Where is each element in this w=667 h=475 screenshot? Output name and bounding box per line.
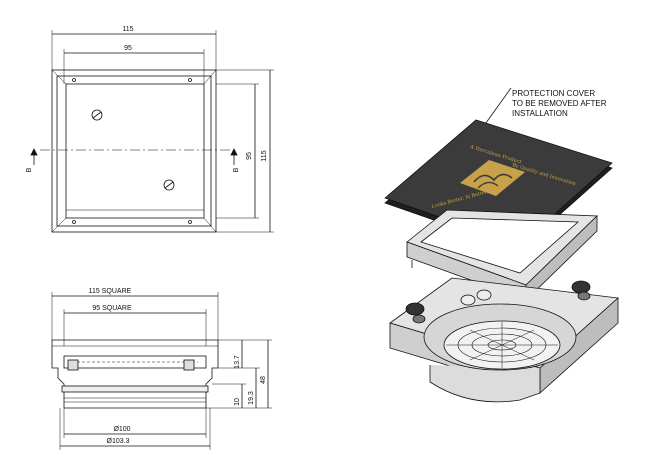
screw-icon <box>91 109 103 121</box>
outer-frame <box>51 69 217 233</box>
grate-icon <box>443 320 561 370</box>
inner-frame <box>56 75 212 227</box>
dim-95-side: 95 <box>246 152 253 160</box>
dim-10: 10 <box>234 398 241 406</box>
section-marker-right: B <box>233 167 240 172</box>
dim-13-7: 13.7 <box>234 355 241 369</box>
clip-icon <box>405 302 426 324</box>
logo-icon <box>460 160 525 196</box>
dim-115-top: 115 <box>122 26 133 33</box>
grate-plate <box>65 83 205 219</box>
section-marker-left: B <box>26 167 33 172</box>
dim-dia-100: Ø100 <box>113 426 130 433</box>
top-view <box>30 30 274 233</box>
dim-dia-103-3: Ø103.3 <box>107 438 130 445</box>
note-line-3: INSTALLATION <box>512 109 568 118</box>
clip-icon <box>571 280 591 301</box>
base-frame <box>389 277 619 403</box>
section-view <box>51 292 272 450</box>
iso-view: A Herculean Product By Quality and Innov… <box>384 87 619 403</box>
note-line-1: PROTECTION COVER <box>512 89 595 98</box>
note-line-2: TO BE REMOVED AFTER <box>512 99 607 108</box>
dim-95-square: 95 SQUARE <box>92 305 132 312</box>
dim-115-square: 115 SQUARE <box>89 288 132 295</box>
dim-115-side: 115 <box>261 150 268 161</box>
dim-19-3: 19.3 <box>248 391 255 405</box>
screw-icon <box>460 289 492 306</box>
screw-icon <box>163 179 175 191</box>
dim-95-top: 95 <box>124 45 132 52</box>
dim-48: 48 <box>260 376 267 384</box>
